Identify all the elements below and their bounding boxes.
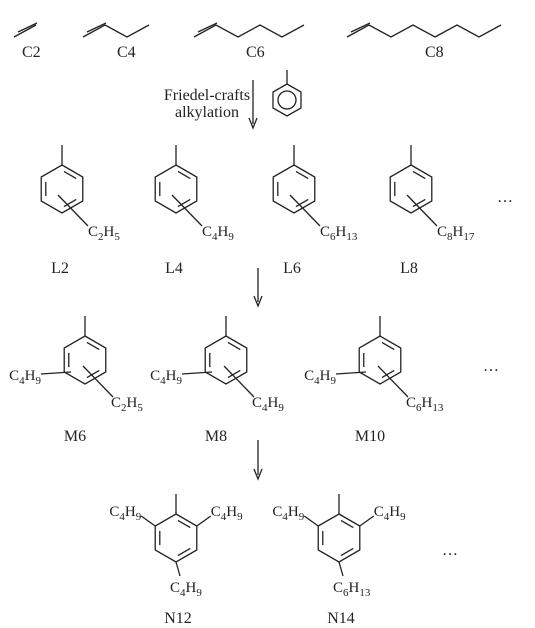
reaction-step: Friedel-crafts alkylation: [164, 70, 302, 130]
reaction-label-line1: Friedel-crafts: [164, 87, 250, 104]
alkene-c4-label: C4: [117, 44, 136, 61]
alkene-c4: C4: [82, 22, 150, 61]
substituent-label: C6H13: [406, 395, 444, 414]
substituent-label: C4H9: [202, 224, 234, 243]
alkene-c2-structure: [13, 22, 38, 38]
left-substituent-label: C4H9: [9, 368, 41, 387]
product-label: N14: [327, 610, 355, 627]
row-l-ellipsis: …: [497, 189, 513, 206]
product-label: M10: [355, 428, 385, 445]
reaction-arrow: [248, 80, 258, 130]
arrow-m-to-n: [253, 440, 263, 481]
alkene-c8: C8: [346, 22, 502, 61]
left-substituent-label: C4H9: [109, 504, 141, 523]
product-label: N12: [164, 610, 192, 627]
alkene-c6-structure: [193, 22, 305, 38]
substituent-label: C2H5: [111, 395, 143, 414]
toluene-reagent: [272, 70, 302, 117]
right-substituent-label: C4H9: [374, 504, 406, 523]
alkene-c6-label: C6: [246, 44, 265, 61]
product-label: L4: [165, 260, 183, 277]
bottom-substituent-label: C6H13: [333, 580, 371, 599]
reaction-label-line2: alkylation: [175, 104, 239, 121]
product-label: M8: [205, 428, 227, 445]
right-substituent-label: C4H9: [211, 504, 243, 523]
substituent-label: C8H17: [437, 224, 475, 243]
substituent-label: C2H5: [88, 224, 120, 243]
left-substituent-label: C4H9: [304, 368, 336, 387]
substituent-label: C4H9: [252, 395, 284, 414]
alkene-c2-label: C2: [22, 44, 41, 61]
alkene-c6: C6: [193, 22, 305, 61]
alkene-c4-structure: [82, 22, 150, 38]
left-substituent-label: C4H9: [150, 368, 182, 387]
left-substituent-label: C4H9: [272, 504, 304, 523]
alkene-c8-structure: [346, 22, 502, 38]
bottom-substituent-label: C4H9: [170, 580, 202, 599]
product-label: L6: [283, 260, 301, 277]
product-label: L8: [400, 260, 418, 277]
substituent-label: C6H13: [320, 224, 358, 243]
row-n-ellipsis: …: [442, 542, 458, 559]
product-label: M6: [64, 428, 86, 445]
product-label: L2: [51, 260, 69, 277]
alkene-c8-label: C8: [425, 44, 444, 61]
row-m-ellipsis: …: [483, 358, 499, 375]
arrow-l-to-m: [253, 268, 263, 308]
alkene-c2: C2: [13, 22, 41, 61]
